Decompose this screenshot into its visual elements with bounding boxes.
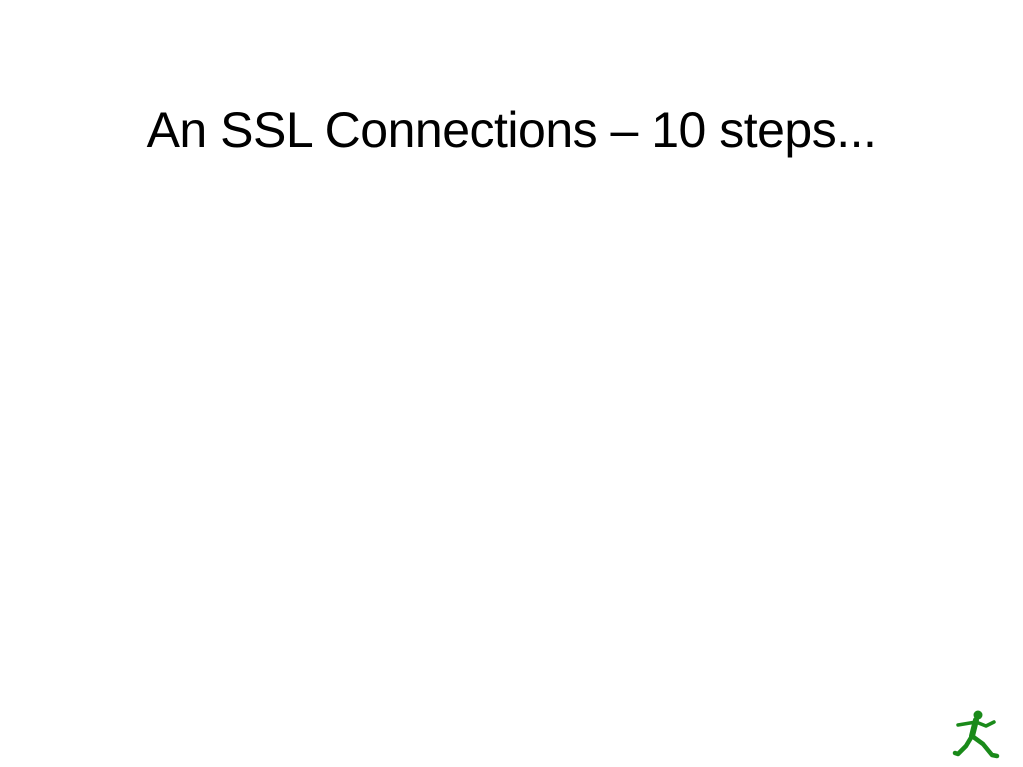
- running-figure-logo-icon: [952, 710, 1000, 759]
- slide-title: An SSL Connections – 10 steps...: [146, 102, 877, 158]
